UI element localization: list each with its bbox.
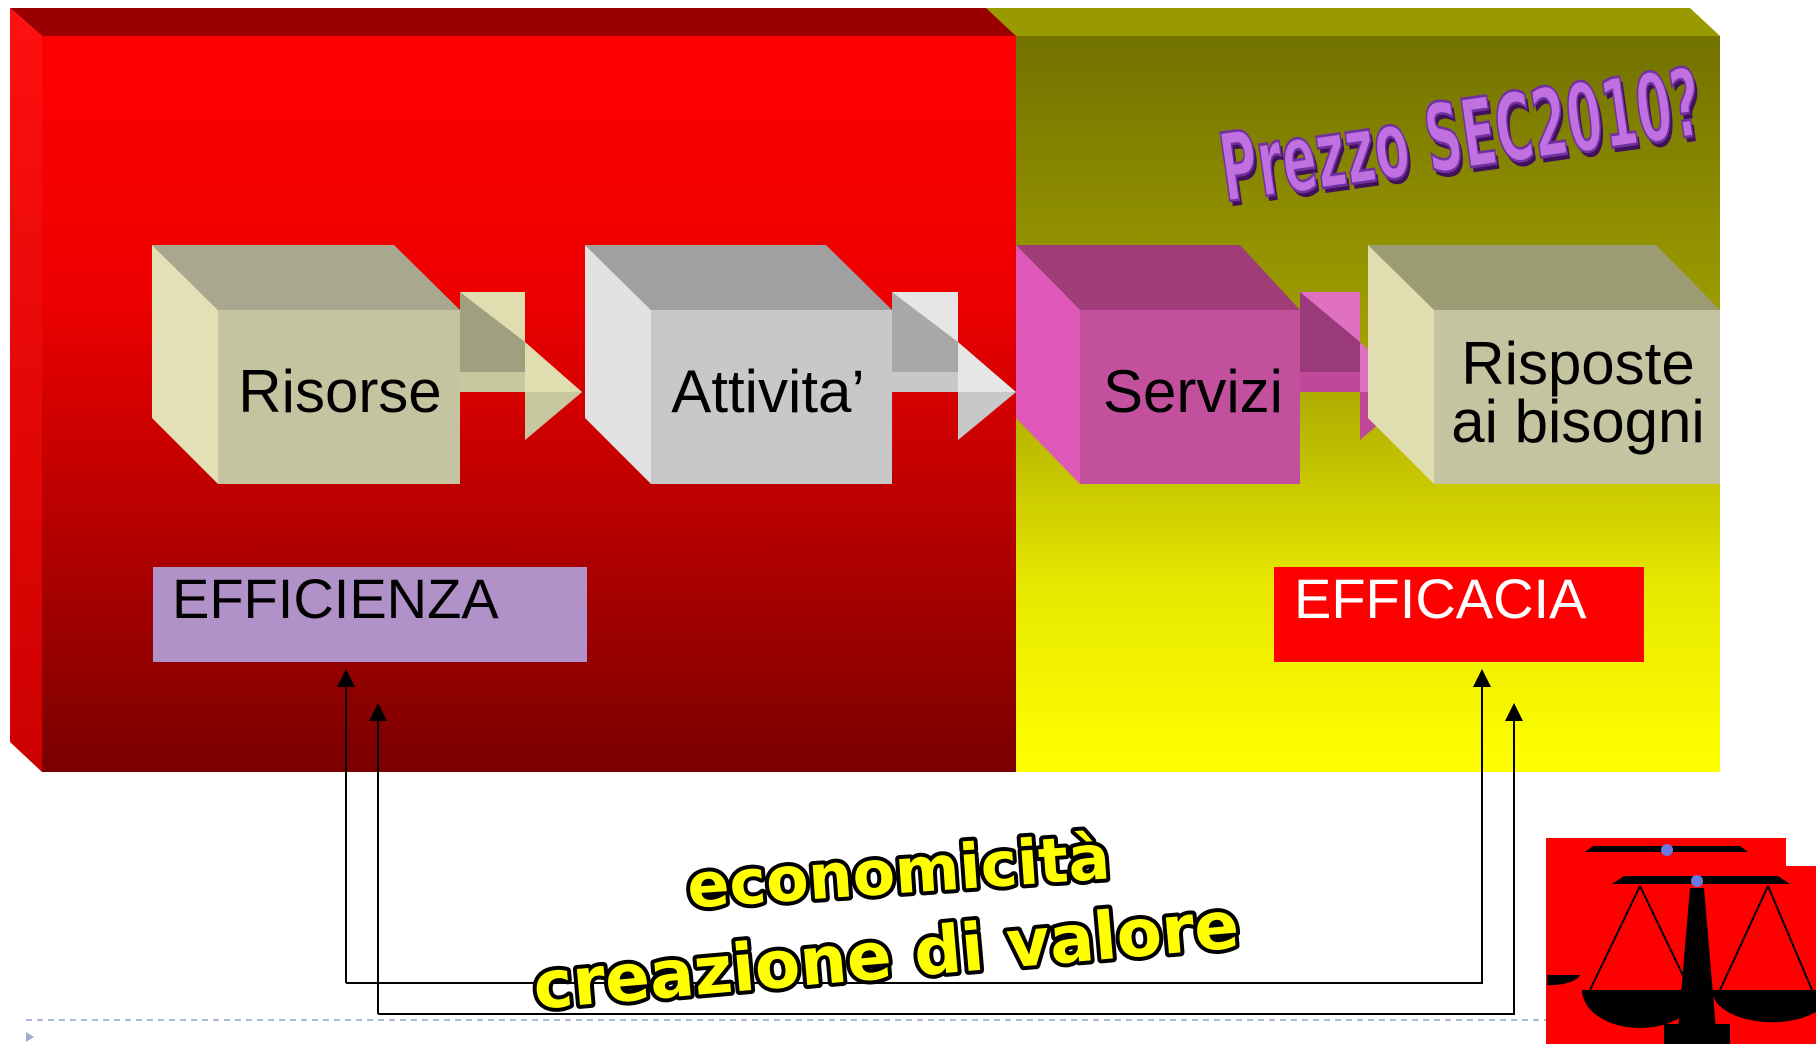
effectiveness-label: EFFICACIA [1294,567,1587,630]
box-servizi: Servizi [1016,245,1300,484]
label-risorse: Risorse [238,358,441,425]
balance-scale-icon [1546,838,1816,1044]
efficiency-label: EFFICIENZA [172,567,499,630]
box-risposte: Risposte ai bisogni [1368,245,1720,484]
label-attivita: Attivita’ [671,358,864,425]
label-risposte-line1: Risposte [1461,330,1694,397]
box-risorse: Risorse [152,245,460,484]
arrow-attivita-servizi [892,292,1016,440]
box-attivita: Attivita’ [585,245,892,484]
connector-inner [369,703,1523,1015]
arrow-risorse-attivita [460,292,582,440]
label-servizi: Servizi [1103,358,1283,425]
connector-outer [337,669,1491,984]
effectiveness-label-box: EFFICACIA [1274,567,1644,662]
footer-bullet-icon [26,1032,34,1042]
label-risposte-line2: ai bisogni [1451,388,1705,455]
efficiency-label-box: EFFICIENZA [153,567,587,662]
